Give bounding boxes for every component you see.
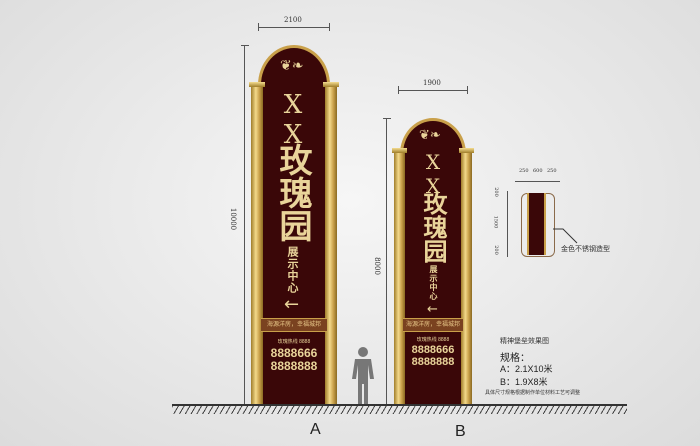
sign-b-width-dim: 1900 xyxy=(423,79,441,87)
sign-a-hotline: 玫瑰热线 8888 xyxy=(277,339,311,345)
note-title: 精神堡垒效果图 xyxy=(500,337,549,345)
spec-b: B：1.9X8米 xyxy=(500,377,548,387)
sign-b-height-dim: 8000 xyxy=(372,257,381,275)
side-dim: 200 xyxy=(492,245,499,255)
sign-b-slogan: 海源洋房，幸福城邦 xyxy=(403,318,463,332)
sign-b-phone2: 8888888 xyxy=(411,356,455,368)
ground-line xyxy=(172,404,627,406)
sign-a-height-dim: 10000 xyxy=(229,207,238,231)
ornament-icon: ❦❧ xyxy=(280,58,304,74)
label-b: B xyxy=(455,423,466,440)
sign-a-name: 玫瑰园 xyxy=(274,143,313,242)
sign-b-hotline: 玫瑰热线 8888 xyxy=(416,337,450,343)
ornament-icon: ❦❧ xyxy=(419,128,441,143)
spec-title: 规格： xyxy=(500,353,530,364)
sign-a-slogan: 海源洋房，幸福城邦 xyxy=(261,318,327,332)
sign-a-phone2: 8888888 xyxy=(270,359,318,373)
footnote: 具体尺寸规格根据制作单位材料工艺可调整 xyxy=(485,390,581,396)
side-dim: 200 xyxy=(492,187,499,197)
spec-a: A：2.1X10米 xyxy=(500,364,553,374)
side-dim: 1500 xyxy=(492,215,499,229)
top-dim: 600 xyxy=(533,168,543,174)
label-a: A xyxy=(310,421,321,438)
sign-b-name: 玫瑰园 xyxy=(419,191,447,263)
ground-hatch xyxy=(172,406,627,414)
sign-b-sub: 展示中心 xyxy=(429,265,438,301)
callout-label: 金色不锈钢造型 xyxy=(561,245,610,253)
arrow-left-icon: ← xyxy=(284,294,300,315)
person-silhouette xyxy=(352,347,374,405)
sign-b-xx: XX xyxy=(421,150,445,198)
arrow-left-icon: ← xyxy=(427,302,438,317)
sign-a-phone1: 8888666 xyxy=(270,346,318,360)
sign-a-sub: 展示中心 xyxy=(286,246,299,294)
sign-a-xx: XX xyxy=(278,90,308,150)
sign-a-width-dim: 2100 xyxy=(284,16,302,24)
sign-b-phone1: 8888666 xyxy=(411,344,455,356)
top-dim: 250 xyxy=(547,168,557,174)
top-dim: 250 xyxy=(519,168,529,174)
